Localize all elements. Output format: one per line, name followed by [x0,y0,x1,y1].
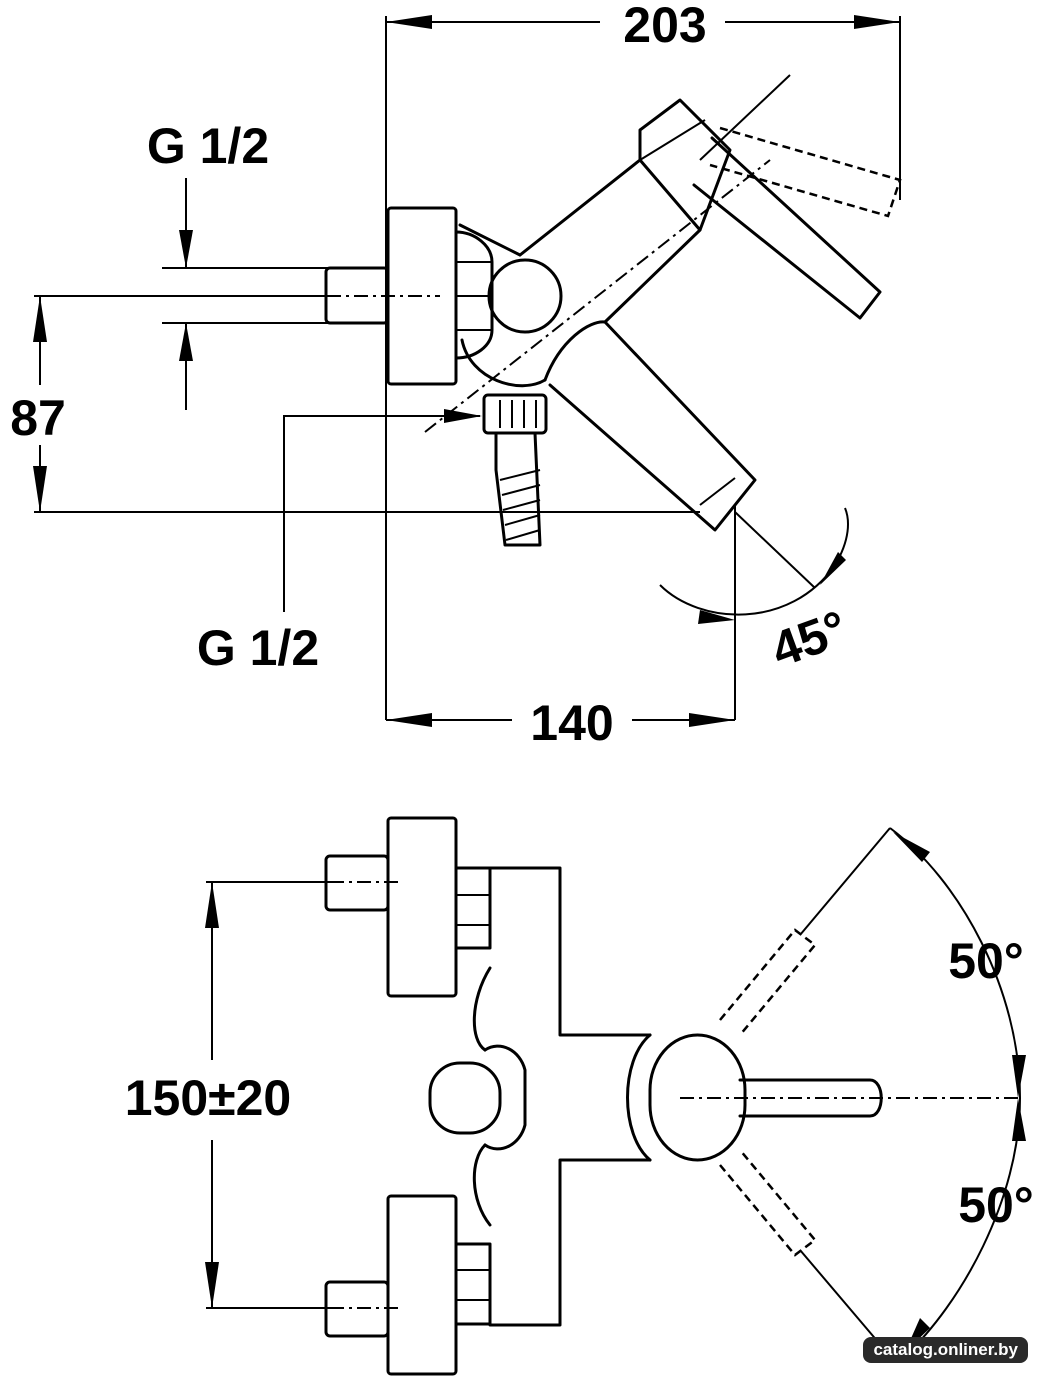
dimension-inlet-thread: G 1/2 [147,118,269,174]
dimension-inlet-spacing: 150±20 [125,1070,291,1126]
dimension-total-length: 203 [623,0,706,53]
side-view [33,15,902,727]
top-view [205,816,1026,1376]
dimension-outlet-thread: G 1/2 [197,620,319,676]
dimension-height: 87 [10,390,66,446]
dimension-spout-length: 140 [530,695,613,751]
dimension-lever-angle-down: 50° [958,1177,1034,1233]
dimension-spout-angle: 45° [764,600,854,678]
dimension-lever-angle-up: 50° [948,933,1024,989]
watermark: catalog.onliner.by [863,1337,1028,1363]
